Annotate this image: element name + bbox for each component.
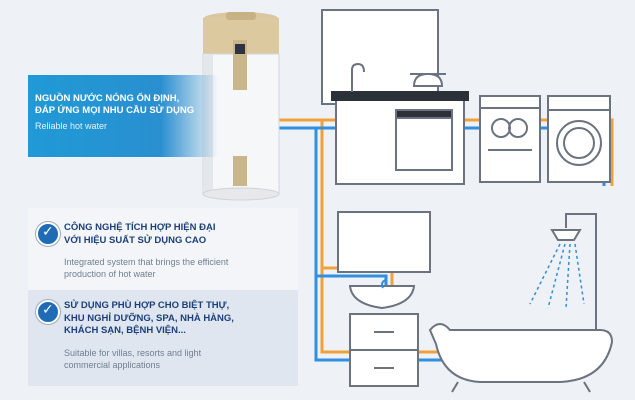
feature-1-description: Integrated system that brings the effici… <box>64 256 228 280</box>
feature-1-title-line-1: CÔNG NGHỆ TÍCH HỢP HIỆN ĐẠI <box>64 222 216 233</box>
feature-1-title: CÔNG NGHỆ TÍCH HỢP HIỆN ĐẠI VỚI HIỆU SUẤ… <box>64 222 216 247</box>
feature-card-suitable-use <box>28 290 298 386</box>
kitchen-sink-icon <box>321 9 469 185</box>
feature-card-integrated-system <box>28 208 298 290</box>
banner-title-line-2: ĐÁP ỨNG MỌI NHU CẦU SỬ DỤNG <box>35 105 195 116</box>
dishwasher-icon <box>479 95 541 183</box>
feature-2-title-line-2: KHU NGHỈ DƯỠNG, SPA, NHÀ HÀNG, <box>64 312 234 324</box>
feature-1-desc-line-2: production of hot water <box>64 269 156 279</box>
feature-2-desc-line-1: Suitable for villas, resorts and light <box>64 348 202 358</box>
feature-1-desc-line-1: Integrated system that brings the effici… <box>64 257 229 267</box>
banner-subtitle: Reliable hot water <box>35 121 108 131</box>
feature-1-title-line-2: VỚI HIỆU SUẤT SỬ DỤNG CAO <box>64 234 207 246</box>
bathtub-icon <box>428 323 614 393</box>
feature-2-title-line-1: SỬ DỤNG PHÙ HỢP CHO BIỆT THỰ, <box>64 300 230 311</box>
hot-water-banner <box>28 75 218 157</box>
feature-2-description: Suitable for villas, resorts and light c… <box>64 347 201 371</box>
bathroom-sink-icon <box>337 211 431 387</box>
banner-title-line-1: NGUỒN NƯỚC NÓNG ỔN ĐỊNH, <box>35 93 180 104</box>
check-icon: ✓ <box>36 300 60 324</box>
washing-machine-icon <box>547 95 611 183</box>
feature-2-desc-line-2: commercial applications <box>64 360 161 370</box>
feature-2-title: SỬ DỤNG PHÙ HỢP CHO BIỆT THỰ, KHU NGHỈ D… <box>64 300 234 338</box>
shower-icon <box>529 213 597 330</box>
feature-2-title-line-3: KHÁCH SẠN, BỆNH VIỆN... <box>64 325 186 336</box>
banner-title: NGUỒN NƯỚC NÓNG ỔN ĐỊNH, ĐÁP ỨNG MỌI NHU… <box>35 93 225 117</box>
check-icon: ✓ <box>36 222 60 246</box>
